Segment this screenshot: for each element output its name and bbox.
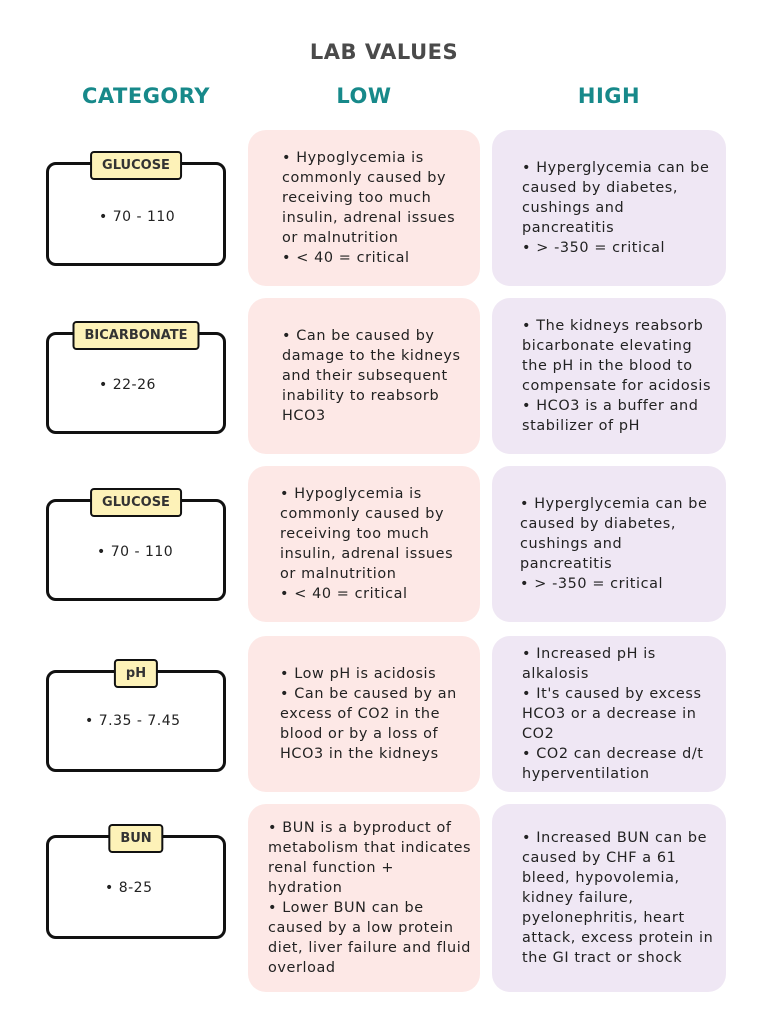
high-card: Increased pH is alkalosis It's caused by… <box>492 636 726 792</box>
high-point: It's caused by excess HCO3 or a decrease… <box>522 684 712 744</box>
high-point: Hyperglycemia can be caused by diabetes,… <box>522 158 710 238</box>
category-label: GLUCOSE <box>90 151 182 180</box>
low-card: Low pH is acidosis Can be caused by an e… <box>248 636 480 792</box>
high-point: The kidneys reabsorb bicarbonate elevati… <box>522 316 712 396</box>
category-range: • 70 - 110 <box>97 544 174 560</box>
high-point: Increased BUN can be caused by CHF a 61 … <box>522 828 714 968</box>
category-box: pH • 7.35 - 7.45 <box>46 659 226 772</box>
low-point: Hypoglycemia is commonly caused by recei… <box>280 484 466 584</box>
low-point: < 40 = critical <box>282 248 466 268</box>
category-label: BUN <box>108 824 164 853</box>
category-label: BICARBONATE <box>72 321 200 350</box>
category-box: BICARBONATE • 22-26 <box>46 321 226 434</box>
high-point: Increased pH is alkalosis <box>522 644 712 684</box>
column-header-low: LOW <box>336 84 392 108</box>
low-point: Can be caused by an excess of CO2 in the… <box>280 684 470 764</box>
high-point: > -350 = critical <box>520 574 708 594</box>
high-point: Hyperglycemia can be caused by diabetes,… <box>520 494 708 574</box>
category-range: • 22-26 <box>99 377 156 393</box>
low-card: Hypoglycemia is commonly caused by recei… <box>248 130 480 286</box>
high-card: Hyperglycemia can be caused by diabetes,… <box>492 130 726 286</box>
high-point: > -350 = critical <box>522 238 710 258</box>
category-range: • 70 - 110 <box>99 209 176 225</box>
low-point: Can be caused by damage to the kidneys a… <box>282 326 466 426</box>
low-card: Hypoglycemia is commonly caused by recei… <box>248 466 480 622</box>
page-title: LAB VALUES <box>309 40 459 64</box>
low-point: Low pH is acidosis <box>280 664 470 684</box>
high-card: Increased BUN can be caused by CHF a 61 … <box>492 804 726 992</box>
high-point: HCO3 is a buffer and stabilizer of pH <box>522 396 712 436</box>
category-range: • 8-25 <box>105 880 153 896</box>
low-point: Hypoglycemia is commonly caused by recei… <box>282 148 466 248</box>
low-card: BUN is a byproduct of metabolism that in… <box>248 804 480 992</box>
low-card: Can be caused by damage to the kidneys a… <box>248 298 480 454</box>
category-box: GLUCOSE • 70 - 110 <box>46 151 226 266</box>
column-header-category: CATEGORY <box>81 84 211 108</box>
category-box: GLUCOSE • 70 - 110 <box>46 488 226 601</box>
high-card: Hyperglycemia can be caused by diabetes,… <box>492 466 726 622</box>
category-label: GLUCOSE <box>90 488 182 517</box>
low-point: BUN is a byproduct of metabolism that in… <box>268 818 472 898</box>
category-range: • 7.35 - 7.45 <box>85 713 181 729</box>
low-point: < 40 = critical <box>280 584 466 604</box>
column-header-high: HIGH <box>577 84 641 108</box>
high-point: CO2 can decrease d/t hyperventilation <box>522 744 712 784</box>
low-point: Lower BUN can be caused by a low protein… <box>268 898 472 978</box>
high-card: The kidneys reabsorb bicarbonate elevati… <box>492 298 726 454</box>
category-label: pH <box>113 659 159 688</box>
category-box: BUN • 8-25 <box>46 824 226 939</box>
